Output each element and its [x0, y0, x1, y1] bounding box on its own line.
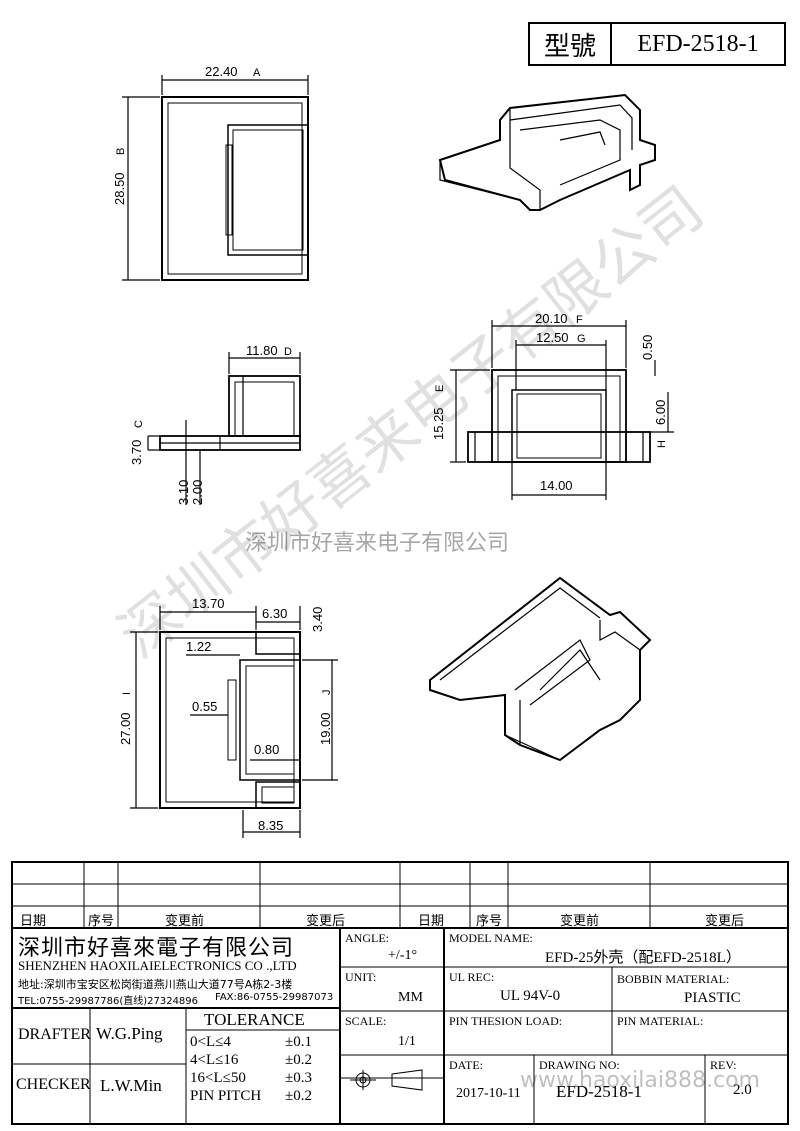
- dim-080-label: 0.80: [254, 742, 279, 757]
- date-label: DATE:: [449, 1058, 483, 1072]
- rev-header-no-2: 序号: [476, 913, 503, 928]
- tol-range-2: 4<L≤16: [190, 1052, 239, 1068]
- marker-b: B: [115, 148, 127, 155]
- tol-value-3: ±0.3: [285, 1070, 312, 1086]
- dim-122-label: 1.22: [186, 639, 211, 654]
- unit-label: UNIT:: [345, 970, 377, 984]
- tol-value-2: ±0.2: [285, 1052, 312, 1068]
- dim-055-label: 0.55: [192, 699, 217, 714]
- model-value: EFD-25外壳（配EFD-2518L）: [545, 950, 741, 966]
- dim-b-label: 28.50: [112, 172, 127, 205]
- bobbin-material-value: PIASTIC: [684, 990, 741, 1006]
- angle-label: ANGLE:: [345, 931, 389, 945]
- center-watermark: 深圳市好喜来电子有限公司: [245, 530, 509, 555]
- ulrec-value: UL 94V-0: [500, 988, 561, 1004]
- date-value: 2017-10-11: [456, 1086, 521, 1101]
- rev-label: REV:: [710, 1058, 737, 1072]
- tol-value-4: ±0.2: [285, 1088, 312, 1104]
- tol-range-1: 0<L≤4: [190, 1034, 231, 1050]
- marker-a: A: [253, 67, 261, 79]
- tolerance-label: TOLERANCE: [204, 1010, 305, 1029]
- dim-1370-label: 13.70: [192, 596, 225, 611]
- company-address: 地址:深圳市宝安区松岗街道燕川燕山大道77号A栋2-3楼: [18, 978, 293, 991]
- title-block: 型號 EFD-2518-1: [528, 22, 786, 66]
- marker-g: G: [577, 333, 586, 345]
- rev-header-before-2: 变更前: [560, 913, 600, 928]
- dim-050-label: 0.50: [640, 335, 655, 360]
- dim-g-label: 12.50: [536, 330, 569, 345]
- tol-value-1: ±0.1: [285, 1034, 312, 1050]
- scale-value: 1/1: [398, 1034, 416, 1049]
- title-label: 型號: [530, 24, 612, 64]
- drafter-label: DRAFTER: [18, 1026, 91, 1043]
- technical-drawing: 22.40 A 28.50 B 11.80 D C 3.70 3.10 2.00…: [107, 64, 715, 838]
- drafter-value: W.G.Ping: [96, 1024, 163, 1043]
- dim-835-label: 8.35: [258, 818, 283, 833]
- scale-label: SCALE:: [345, 1014, 387, 1028]
- marker-i: I: [121, 692, 133, 695]
- dim-a-label: 22.40: [205, 64, 238, 79]
- model-label: MODEL NAME:: [449, 931, 533, 945]
- marker-c: C: [133, 420, 145, 428]
- dim-j-label: 19.00: [318, 712, 333, 745]
- company-fax: FAX:86-0755-29987073: [215, 992, 334, 1003]
- marker-j: J: [321, 690, 333, 696]
- drawing-no-label: DRAWING NO:: [539, 1058, 620, 1072]
- dim-310-label: 3.10: [176, 480, 191, 505]
- rev-value: 2.0: [733, 1082, 752, 1098]
- tol-range-3: 16<L≤50: [190, 1070, 246, 1086]
- checker-label: CHECKER: [16, 1076, 91, 1093]
- dim-200-label: 2.00: [190, 480, 205, 505]
- dim-630-label: 6.30: [262, 606, 287, 621]
- rev-header-before-1: 变更前: [165, 913, 205, 928]
- dim-e-label: 15.25: [431, 407, 446, 440]
- dim-c-label: 3.70: [129, 440, 144, 465]
- dim-f-label: 20.10: [535, 311, 568, 326]
- rev-header-after-2: 变更后: [705, 913, 745, 928]
- dim-d-label: 11.80: [246, 343, 278, 358]
- bobbin-material-label: BOBBIN MATERIAL:: [617, 972, 730, 986]
- marker-e: E: [434, 385, 446, 392]
- website-watermark: www.haoxilai888.com: [520, 1068, 760, 1093]
- company-tel: TEL:0755-29987786(直线)27324896: [18, 996, 199, 1007]
- marker-h: H: [656, 440, 668, 448]
- marker-d: D: [284, 346, 292, 358]
- drawing-no-value: EFD-2518-1: [556, 1082, 642, 1101]
- company-name-cn: 深圳市好喜來電子有限公司: [18, 936, 295, 961]
- dim-h-label: 6.00: [653, 400, 668, 425]
- rev-header-date-2: 日期: [418, 913, 445, 928]
- marker-f: F: [576, 314, 583, 326]
- tol-range-4: PIN PITCH: [190, 1088, 262, 1104]
- ulrec-label: UL REC:: [449, 970, 495, 984]
- dim-1400-label: 14.00: [540, 478, 573, 493]
- angle-value: +/-1°: [388, 948, 418, 963]
- rev-header-date-1: 日期: [20, 913, 47, 928]
- rev-header-no-1: 序号: [88, 913, 115, 928]
- model-number: EFD-2518-1: [637, 30, 759, 57]
- dim-i-label: 27.00: [118, 712, 133, 745]
- pin-tension-label: PIN THESION LOAD:: [449, 1014, 563, 1028]
- dim-340-label: 3.40: [310, 607, 325, 632]
- rev-header-after-1: 变更后: [306, 913, 346, 928]
- pin-material-label: PIN MATERIAL:: [617, 1014, 704, 1028]
- unit-value: MM: [398, 990, 423, 1005]
- checker-value: L.W.Min: [100, 1076, 162, 1095]
- company-name-en: SHENZHEN HAOXILAIELECTRONICS CO .,LTD: [18, 958, 297, 973]
